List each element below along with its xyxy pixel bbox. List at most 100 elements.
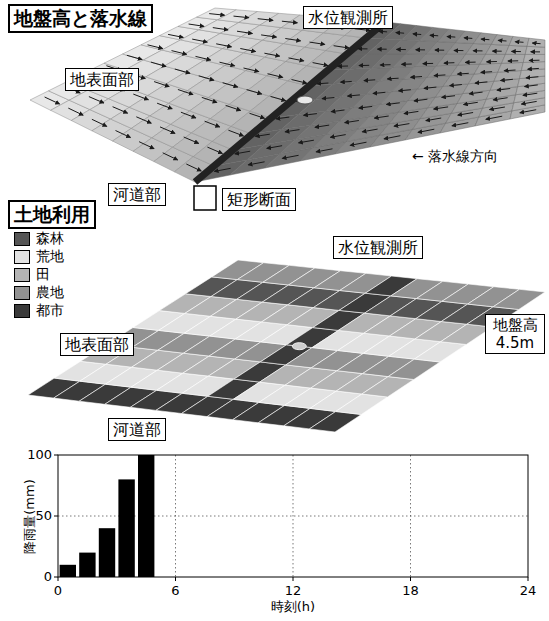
terrain-cell	[505, 45, 527, 54]
flow-arrow	[444, 62, 454, 63]
flow-arrow	[209, 14, 224, 16]
flow-arrow	[416, 49, 425, 50]
box-text: 水位観測所	[338, 238, 418, 257]
flow-arrow	[447, 36, 455, 38]
land-cell	[414, 342, 466, 362]
flow-arrow	[139, 142, 154, 149]
flow-arrow	[258, 19, 273, 21]
flow-arrow	[442, 96, 455, 98]
direction-note: ← 落水線方向	[410, 148, 500, 164]
flow-arrow	[317, 83, 328, 85]
tick	[58, 577, 59, 581]
flow-arrow	[531, 51, 540, 52]
flow-arrow	[313, 63, 328, 66]
axis-label: 時刻(h)	[271, 600, 315, 615]
box-text: 河道部	[113, 185, 161, 204]
label-box: 水位観測所	[333, 236, 423, 259]
flow-arrow	[358, 48, 367, 49]
flow-arrow	[316, 149, 332, 152]
flow-arrow	[267, 146, 282, 149]
flow-arrow	[523, 93, 537, 95]
flow-arrow	[192, 39, 207, 42]
axis-label: 50	[35, 509, 52, 524]
legend-text: 農地	[36, 284, 64, 300]
flow-arrow	[402, 64, 412, 65]
flow-arrow	[228, 130, 243, 136]
terrain-cell	[525, 46, 545, 54]
flow-arrow	[247, 90, 262, 94]
flow-arrow	[521, 101, 536, 104]
flow-arrow	[207, 147, 222, 153]
flow-arrow	[330, 135, 345, 138]
rain-bar	[99, 528, 115, 577]
terrain-flow-surface	[30, 8, 545, 182]
box-text: 地表面部	[65, 335, 129, 354]
flow-arrow	[464, 37, 472, 39]
axis-label: 18	[402, 584, 419, 599]
legend-swatch	[14, 304, 30, 318]
flow-arrow	[497, 89, 510, 91]
flow-arrow	[508, 60, 518, 61]
flow-arrow	[181, 112, 196, 118]
flow-arrow	[380, 64, 390, 65]
flow-arrow	[515, 41, 523, 43]
flow-arrow	[276, 117, 289, 119]
flow-arrow	[396, 32, 404, 34]
box-text: 土地利用	[14, 203, 90, 226]
label-box: 地表面部	[65, 68, 139, 91]
flow-arrow	[285, 39, 300, 41]
legend-swatch	[14, 250, 30, 264]
tick	[528, 577, 529, 581]
flow-arrow	[529, 60, 539, 61]
flow-arrow	[411, 76, 422, 78]
flow-arrow	[331, 110, 344, 112]
axis-label: 100	[27, 448, 52, 463]
flow-arrow	[199, 76, 214, 80]
rain-bar	[138, 455, 154, 577]
rain-chart	[54, 455, 528, 581]
flow-arrow	[214, 168, 230, 171]
axis-title: 降雨量(mm)	[23, 479, 38, 553]
grid-line	[293, 455, 294, 577]
box-text: 矩形断面	[227, 190, 291, 209]
flow-arrow	[362, 129, 377, 132]
flow-arrow	[359, 106, 372, 108]
flow-arrow	[45, 97, 60, 104]
flow-arrow	[154, 82, 169, 87]
flow-arrow	[172, 51, 187, 55]
flow-arrow	[250, 113, 265, 118]
flow-arrow	[202, 97, 217, 102]
label-box: 矩形断面	[222, 188, 296, 211]
flow-arrow	[465, 62, 475, 63]
flow-arrow	[504, 70, 515, 72]
tick	[54, 577, 58, 578]
flow-arrow	[196, 56, 211, 60]
rain-bar	[79, 553, 95, 577]
flow-arrow	[512, 51, 521, 52]
flow-arrow	[223, 83, 238, 87]
axis-label: 0	[54, 584, 62, 599]
flow-arrow	[378, 49, 387, 50]
flow-arrow	[424, 87, 436, 88]
flow-arrow	[133, 94, 148, 100]
rain-bar	[118, 479, 134, 577]
terrain-cell	[509, 36, 529, 46]
flow-arrow	[160, 127, 175, 133]
label-box: 河道部	[108, 183, 166, 206]
land-use-surface	[28, 260, 545, 432]
land-cell	[493, 289, 545, 309]
flow-arrow	[387, 78, 398, 80]
flow-arrow	[490, 107, 505, 110]
flow-arrow	[178, 90, 193, 95]
flow-arrow	[486, 116, 502, 119]
flow-arrow	[264, 53, 279, 56]
flow-arrow	[434, 74, 445, 76]
flow-arrow	[151, 62, 166, 66]
flow-arrow	[261, 35, 276, 37]
flow-arrow	[234, 16, 249, 18]
flow-arrow	[435, 50, 444, 51]
flow-arrow	[418, 129, 434, 132]
flow-arrow	[240, 49, 255, 52]
flow-arrow	[397, 49, 406, 50]
flow-arrow	[341, 81, 352, 83]
